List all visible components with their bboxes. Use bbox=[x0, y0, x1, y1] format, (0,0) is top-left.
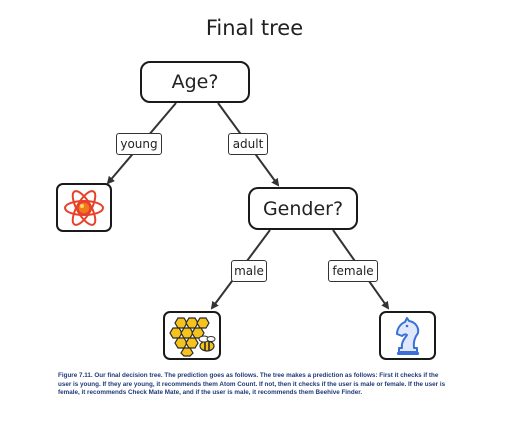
gender-node-label: Gender? bbox=[262, 197, 344, 220]
edge-label-female: female bbox=[328, 260, 378, 282]
atom-icon bbox=[64, 189, 104, 226]
figure-caption: Figure 7.11. Our final decision tree. Th… bbox=[58, 372, 446, 397]
edge-label-adult: adult bbox=[228, 133, 268, 155]
bee-icon bbox=[198, 335, 216, 352]
beehive-icon bbox=[169, 316, 216, 357]
leaf-chess bbox=[379, 311, 436, 360]
gender-node: Gender? bbox=[248, 187, 358, 230]
root-node-age: Age? bbox=[140, 61, 250, 103]
diagram-title: Final tree bbox=[205, 16, 304, 40]
chess-knight-icon bbox=[395, 316, 419, 355]
edge-label-male: male bbox=[231, 260, 267, 282]
edge-label-young: young bbox=[116, 133, 162, 155]
leaf-beehive bbox=[163, 311, 221, 360]
root-node-label: Age? bbox=[171, 71, 219, 93]
leaf-atom bbox=[56, 183, 112, 232]
